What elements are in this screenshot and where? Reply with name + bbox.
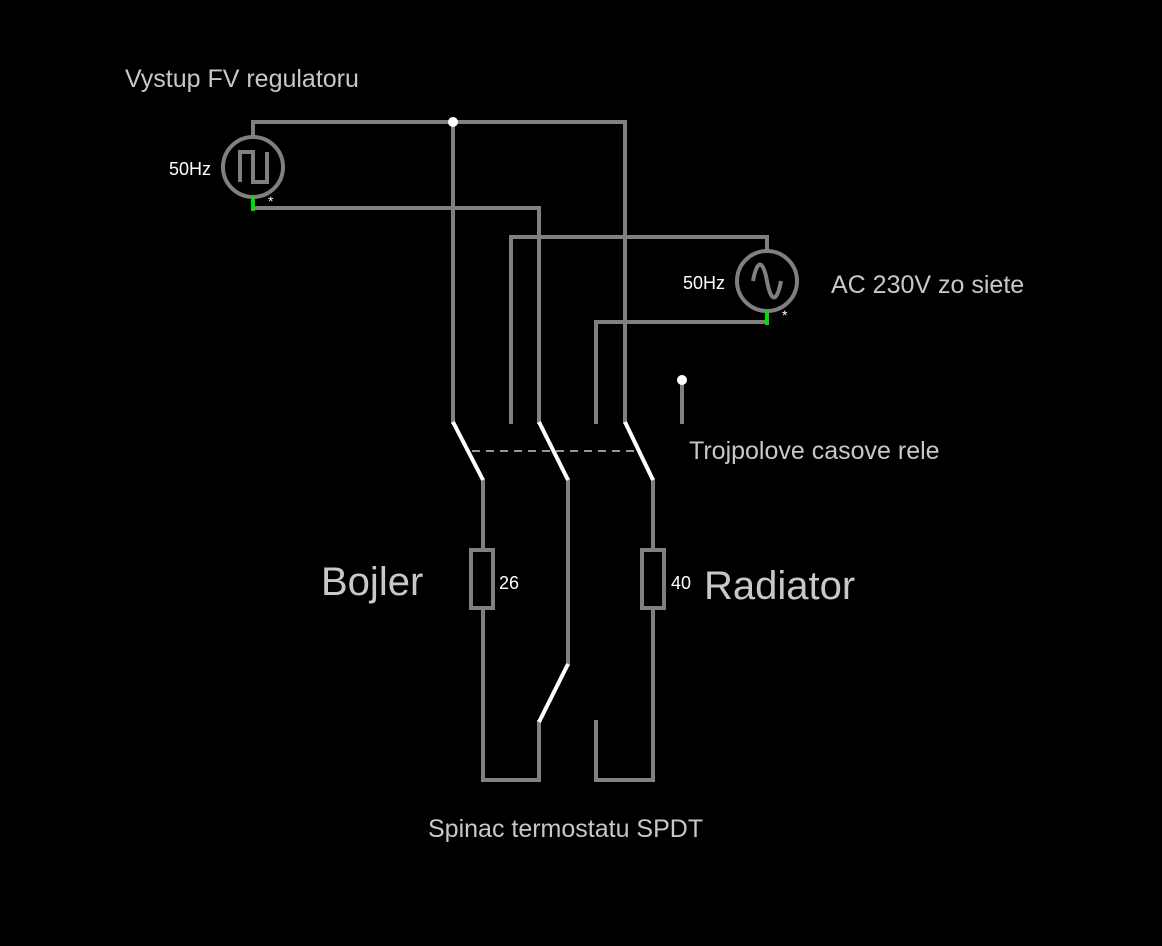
sine-wave-icon bbox=[751, 262, 783, 300]
relay-switches[interactable] bbox=[451, 421, 655, 481]
junction-dot-free bbox=[677, 375, 687, 385]
junction-dot bbox=[448, 117, 458, 127]
ac-polarity-mark: * bbox=[782, 307, 788, 323]
relay-blade-3[interactable] bbox=[623, 421, 655, 481]
bojler-loop-wire bbox=[481, 478, 541, 782]
pv-source-frequency: 50Hz bbox=[169, 159, 212, 179]
wires bbox=[251, 120, 769, 782]
radiator-resistor[interactable] bbox=[640, 548, 666, 610]
radiator-resistance-value: 40 bbox=[671, 573, 692, 593]
bojler-resistance-value: 26 bbox=[499, 573, 520, 593]
radiator-loop-wire bbox=[594, 478, 655, 782]
ac-source[interactable] bbox=[735, 249, 799, 325]
thermostat-label: Spinac termostatu SPDT bbox=[428, 815, 704, 843]
relay-blade-2[interactable] bbox=[537, 421, 570, 481]
ac-top-wire bbox=[509, 235, 769, 424]
radiator-label: Radiator bbox=[704, 564, 856, 608]
pv-top-bus-wire bbox=[251, 120, 627, 424]
square-wave-icon bbox=[238, 150, 269, 184]
ac-bottom-wire bbox=[594, 320, 769, 424]
pv-output-title: Vystup FV regulatoru bbox=[125, 65, 359, 93]
ac-source-title: AC 230V zo siete bbox=[831, 271, 1025, 299]
relay-label: Trojpolove casove rele bbox=[689, 437, 940, 465]
pv-source[interactable] bbox=[221, 135, 285, 211]
thermostat-blade[interactable] bbox=[537, 663, 570, 723]
pv-polarity-mark: * bbox=[268, 193, 274, 209]
bojler-resistor[interactable] bbox=[469, 548, 495, 610]
pv-bottom-wire bbox=[251, 206, 541, 424]
bojler-label: Bojler bbox=[321, 560, 424, 604]
relay-blade-1[interactable] bbox=[451, 421, 485, 481]
ac-source-frequency: 50Hz bbox=[683, 273, 726, 293]
